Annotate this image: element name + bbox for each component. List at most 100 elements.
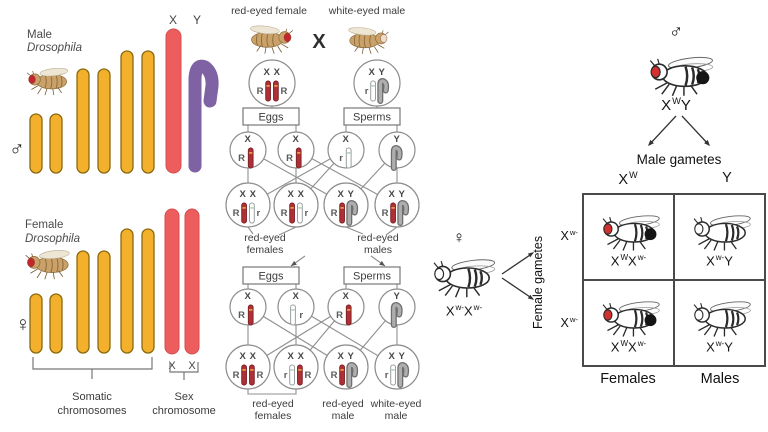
diagram-label: X — [293, 134, 300, 145]
parent-male-genotype-circle: X Yr — [353, 59, 401, 107]
diagram-label: R — [233, 370, 240, 381]
chromosome-bar-x — [164, 208, 180, 355]
y-chromosome-glyph-inner — [392, 303, 402, 327]
punnett-col-header-y: Y — [722, 170, 732, 186]
circle-outline — [225, 182, 271, 228]
y-chromosome-glyph-inner — [392, 146, 402, 170]
arrowhead — [291, 260, 297, 266]
chromosome-band — [266, 85, 270, 87]
diagram-label: R — [281, 86, 288, 97]
y-chromosome-glyph-inner — [347, 201, 357, 225]
x-chromosome-label: X — [168, 360, 176, 372]
male-genotype: XWY — [661, 96, 691, 114]
female-gametes-arrows — [501, 252, 534, 300]
diagram-label: r — [365, 86, 369, 97]
sperm-gamete-circle: Xr — [327, 131, 365, 169]
x-chromosome-white-allele — [289, 364, 295, 386]
circle-outline — [273, 182, 319, 228]
f2-offspring-circle: X YR — [323, 344, 369, 390]
circle-outline — [353, 59, 401, 107]
chromosome-band — [340, 369, 344, 371]
diagram-label: R — [331, 370, 338, 381]
diagram-label: R — [233, 208, 240, 219]
somatic-chromosomes-label: Somatic — [72, 391, 112, 403]
diagram-label: X Y — [338, 189, 355, 200]
punnett-cell-0-0: XWXw- — [583, 194, 674, 280]
chromosome-bar-somatic — [76, 68, 90, 174]
egg-gamete-circle: XR — [277, 131, 315, 169]
punnett-cell-1-1: Xw-Y — [674, 280, 765, 366]
sperm-gamete-circle: Y — [378, 131, 416, 171]
male-gametes-arrows — [648, 115, 710, 146]
x-chromosome-red-allele — [339, 364, 345, 386]
diagram-label: Sperms — [353, 112, 391, 124]
diagram-label: X X — [239, 189, 256, 200]
chromosome-band — [242, 207, 246, 209]
x-chromosome-white-allele — [345, 147, 352, 169]
cross-symbol: X — [312, 31, 326, 53]
sperm-gamete-circle: Y — [378, 288, 416, 328]
diagram-label: X — [343, 291, 350, 302]
white-eyed-fly-sketch — [693, 215, 751, 251]
diagram-label: X X — [287, 189, 304, 200]
white-eyed-male-label: white-eyed male — [328, 5, 406, 17]
x-chromosome-white-allele — [297, 202, 303, 224]
chromosome-band — [242, 369, 246, 371]
chromosome-band — [250, 207, 254, 209]
chromosome-band — [291, 309, 295, 311]
female-genotype: Xw-Xw- — [445, 303, 483, 319]
diagram-label: X — [245, 291, 252, 302]
red-eyed-fly-sketch — [602, 301, 660, 337]
somatic-chromosomes-label: chromosomes — [57, 405, 127, 417]
circle-outline — [323, 344, 369, 390]
x-chromosome-red-allele — [241, 364, 247, 386]
chromosome-bar-x — [165, 28, 182, 174]
x-chromosome-red-allele — [273, 80, 279, 102]
connector-line — [247, 226, 254, 235]
diagram-label: R — [257, 86, 264, 97]
chromosome-bar-somatic — [120, 228, 134, 354]
diagram-label: R — [281, 208, 288, 219]
diagram-label: r — [299, 310, 303, 321]
y-chromosome-glyph-inner — [378, 79, 388, 103]
chromosome-band — [347, 152, 351, 154]
x-chromosome-white-allele — [249, 202, 255, 224]
circle-outline — [323, 182, 369, 228]
chromosome-band — [297, 152, 301, 154]
circle-outline — [277, 288, 315, 326]
sex-chromosome-label: chromosome — [152, 405, 216, 417]
circle-outline — [225, 344, 271, 390]
punnett-row-header-1: Xw- — [560, 228, 578, 244]
f2-result-label: male — [332, 410, 355, 422]
diagram-label: R — [286, 153, 293, 164]
circle-outline — [248, 59, 296, 107]
x-chromosome-red-allele — [289, 202, 295, 224]
diagram-label: r — [385, 370, 389, 381]
box-outline — [242, 266, 300, 285]
chromosome-band — [371, 85, 375, 87]
female-sex-symbol: ♀ — [452, 228, 466, 247]
x-chromosome-red-allele — [339, 202, 345, 224]
x-chromosome-red-allele — [247, 304, 254, 326]
x-chromosome-red-allele — [265, 80, 271, 102]
diagram-label: R — [257, 370, 264, 381]
connector-line — [345, 226, 364, 235]
diagram-label: X — [293, 291, 300, 302]
circle-outline — [273, 344, 319, 390]
red-eyed-male-fly-sketch — [649, 56, 714, 97]
diagram-label: Y — [394, 134, 401, 145]
x-chromosome-white-allele — [290, 304, 296, 326]
chromosome-band — [391, 207, 395, 209]
x-chromosome-white-allele — [390, 364, 396, 386]
eggs-box-1: Eggs — [242, 107, 300, 126]
chromosome-band — [290, 369, 294, 371]
chromosome-band — [274, 85, 278, 87]
f2-result-label: red-eyed — [252, 398, 294, 410]
sperm-gamete-circle: XR — [327, 288, 365, 326]
circle-outline — [374, 344, 420, 390]
chromosome-band — [290, 207, 294, 209]
chromosome-bar-somatic — [97, 250, 111, 354]
